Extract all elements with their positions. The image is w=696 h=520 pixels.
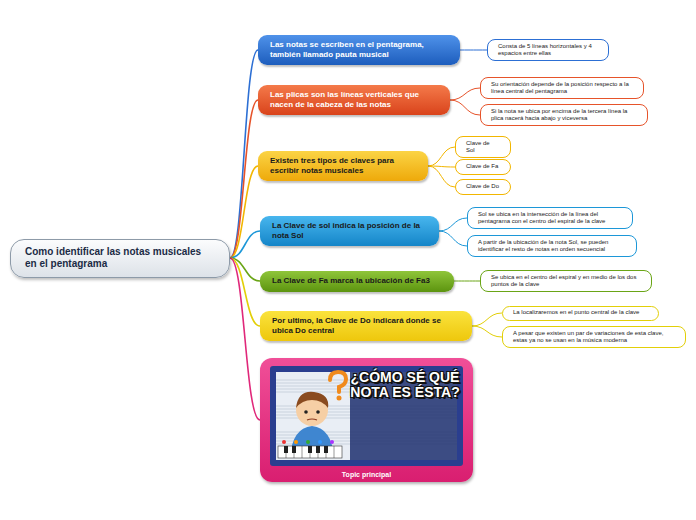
topic-text: A partir de la ubicación de la nota Sol,… — [478, 239, 626, 254]
subtopic: Sol se ubica en la intersección de la lí… — [467, 207, 633, 229]
topic-text: La Clave de Fa marca la ubicación de Fa3 — [272, 276, 430, 286]
thumbnail-title: ¿CÓMO SÉ QUÉ NOTA ES ÉSTA? — [346, 370, 464, 400]
topic-text: Clave de Fa — [466, 163, 498, 171]
topic-text: Si la nota se ubica por encima de la ter… — [491, 108, 637, 123]
topic-text: Clave de Do — [466, 183, 499, 191]
subtopic: Clave de Do — [455, 179, 511, 195]
main-topic: Las plicas son las líneas verticales que… — [258, 85, 450, 115]
branch-line — [439, 218, 467, 231]
subtopic: Consta de 5 líneas horizontales y 4 espa… — [487, 39, 609, 61]
topic-text: Consta de 5 líneas horizontales y 4 espa… — [498, 43, 598, 58]
branch-line — [454, 281, 480, 282]
subtopic: A partir de la ubicación de la nota Sol,… — [467, 235, 637, 257]
main-topic: La Clave de Fa marca la ubicación de Fa3 — [260, 271, 454, 292]
central-topic: Como identificar las notas musicales en … — [10, 239, 230, 278]
branch-line — [450, 100, 480, 115]
subtopic: Clave de Fa — [455, 159, 511, 175]
topic-text: La localizaremos en el punto central de … — [513, 309, 639, 317]
main-topic: Existen tres tipos de claves para escrib… — [258, 151, 428, 181]
branch-line — [230, 258, 260, 326]
main-topic: La Clave de sol indica la posición de la… — [260, 216, 439, 246]
branch-line — [450, 88, 480, 100]
topic-text: Las notas se escriben en el pentagrama, … — [270, 40, 448, 60]
branch-line — [230, 100, 258, 258]
branch-line — [472, 313, 502, 326]
main-topic: Las notas se escriben en el pentagrama, … — [258, 35, 460, 65]
branch-line — [230, 50, 258, 258]
topic-text: Se ubica en el centro del espiral y en m… — [491, 274, 641, 289]
topic-text: Clave de Sol — [466, 140, 500, 155]
topic-text: Topic principal — [342, 471, 391, 478]
subtopic: La localizaremos en el punto central de … — [502, 306, 659, 321]
topic-text: A pesar que existen un par de variacione… — [513, 330, 675, 345]
topic-text: Las plicas son las líneas verticales que… — [270, 90, 438, 110]
topic-text: La Clave de sol indica la posición de la… — [272, 221, 427, 241]
topic-text: Su orientación depende de la posición re… — [491, 81, 633, 96]
topic-text: Sol se ubica en la intersección de la lí… — [478, 211, 622, 226]
subtopic: A pesar que existen un par de variacione… — [502, 326, 686, 348]
branch-line — [230, 258, 260, 420]
subtopic: Se ubica en el centro del espiral y en m… — [480, 270, 652, 292]
subtopic: Clave de Sol — [455, 136, 511, 158]
branch-line — [439, 231, 467, 246]
branch-line — [472, 326, 502, 337]
topic-text: Existen tres tipos de claves para escrib… — [270, 156, 416, 176]
branch-line — [230, 166, 258, 258]
main-topic: Por ultimo, la Clave de Do indicará dond… — [260, 311, 472, 341]
branch-line — [428, 166, 455, 187]
subtopic: Su orientación depende de la posición re… — [480, 77, 644, 99]
topic-text: Como identificar las notas musicales en … — [25, 246, 215, 271]
branch-line — [460, 50, 487, 51]
branch-line — [428, 147, 455, 166]
subtopic: Si la nota se ubica por encima de la ter… — [480, 104, 648, 126]
topic-text: Por ultimo, la Clave de Do indicará dond… — [272, 316, 460, 336]
branch-line — [230, 231, 260, 258]
